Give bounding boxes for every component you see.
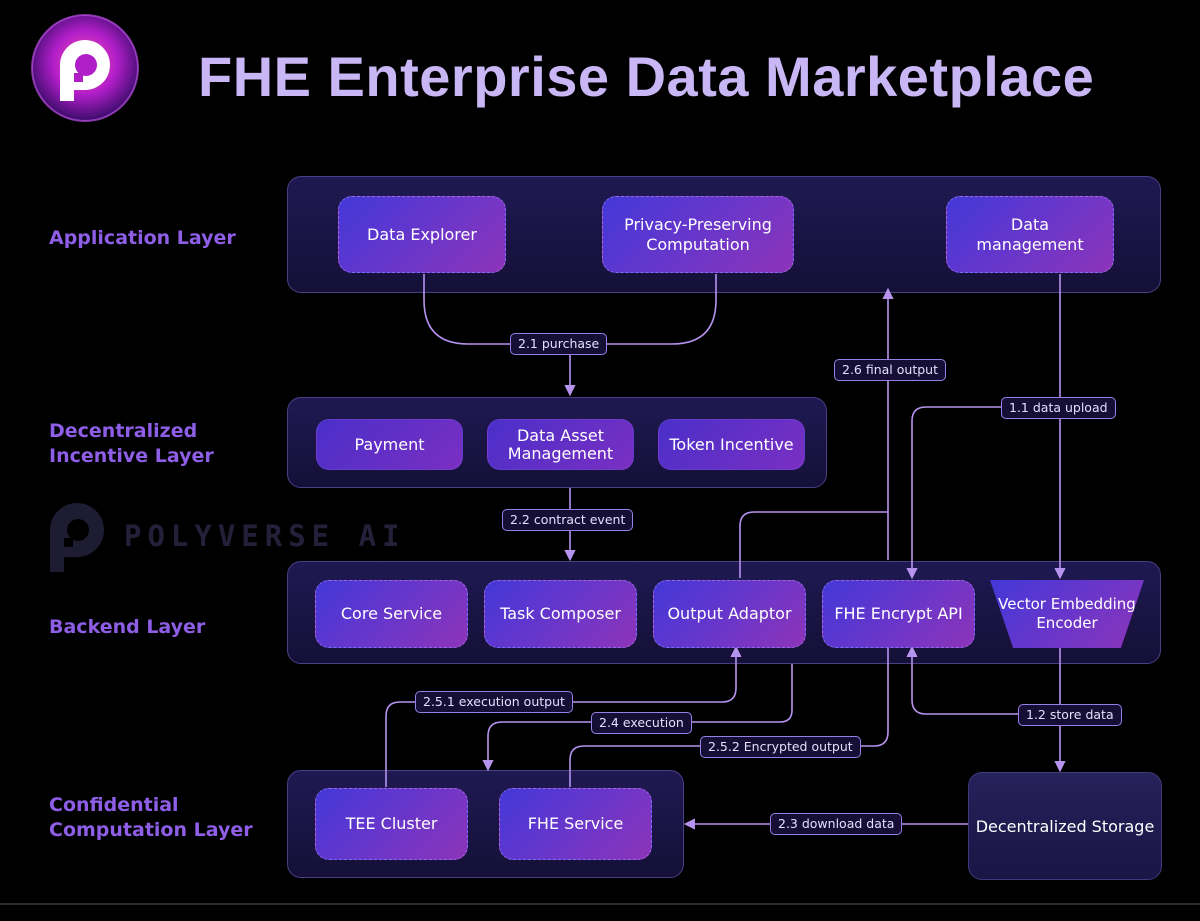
vector-embedding-encoder-box: Vector Embedding Encoder xyxy=(990,580,1144,648)
privacy-computation-box: Privacy-Preserving Computation xyxy=(602,196,794,273)
task-composer-box: Task Composer xyxy=(484,580,637,648)
data-explorer-box: Data Explorer xyxy=(338,196,506,273)
data-management-line1: Data xyxy=(1010,214,1050,234)
task-composer-label: Task Composer xyxy=(500,604,621,623)
fhe-encrypt-api-label: FHE Encrypt API xyxy=(834,604,963,623)
privacy-computation-line2: Computation xyxy=(646,234,750,254)
polyverse-watermark-icon xyxy=(50,503,104,572)
token-incentive-label: Token Incentive xyxy=(669,434,794,454)
vector-embedding-line2: Encoder xyxy=(1036,614,1098,632)
fhe-service-box: FHE Service xyxy=(499,788,652,860)
edge-label-purchase: 2.1 purchase xyxy=(510,333,608,355)
decentralized-storage-label: Decentralized Storage xyxy=(975,816,1155,836)
data-management-box: Data management xyxy=(946,196,1114,273)
data-management-line2: management xyxy=(976,234,1084,254)
confidential-layer-label: Confidential Computation Layer xyxy=(49,793,253,843)
edge-label-store-data: 1.2 store data xyxy=(1018,704,1122,726)
edge-label-contract-event: 2.2 contract event xyxy=(502,509,634,531)
incentive-layer-label-line1: Decentralized xyxy=(49,420,198,442)
output-adaptor-box: Output Adaptor xyxy=(653,580,806,648)
bottom-divider xyxy=(0,903,1200,905)
payment-label: Payment xyxy=(354,434,425,454)
application-layer-label: Application Layer xyxy=(49,227,236,249)
token-incentive-box: Token Incentive xyxy=(658,419,805,470)
edge-label-execution-output: 2.5.1 execution output xyxy=(415,691,573,713)
edge-label-execution: 2.4 execution xyxy=(591,712,692,734)
edge-label-data-upload: 1.1 data upload xyxy=(1001,397,1116,419)
core-service-box: Core Service xyxy=(315,580,468,648)
core-service-label: Core Service xyxy=(340,604,443,623)
watermark-text: POLYVERSE AI xyxy=(124,519,406,553)
vector-embedding-line1: Vector Embedding xyxy=(998,595,1136,613)
fhe-encrypt-api-box: FHE Encrypt API xyxy=(822,580,975,648)
payment-box: Payment xyxy=(316,419,463,470)
data-upload-branch xyxy=(906,406,1060,580)
polyverse-logo-icon xyxy=(31,14,139,122)
final-output-connector xyxy=(739,511,888,578)
store-data-branch xyxy=(906,645,1060,715)
tee-cluster-label: TEE Cluster xyxy=(345,814,438,833)
output-adaptor-label: Output Adaptor xyxy=(667,604,792,623)
incentive-layer-label-line2: Incentive Layer xyxy=(49,445,214,467)
page-title: FHE Enterprise Data Marketplace xyxy=(198,45,1095,108)
data-asset-management-box: Data Asset Management xyxy=(487,419,634,470)
data-asset-line2: Management xyxy=(507,443,614,463)
data-asset-line1: Data Asset xyxy=(516,425,605,445)
backend-layer-label: Backend Layer xyxy=(49,616,206,638)
decentralized-storage-box: Decentralized Storage xyxy=(968,772,1162,880)
data-explorer-label: Data Explorer xyxy=(367,224,477,244)
edge-label-download-data: 2.3 download data xyxy=(770,813,903,835)
edge-label-final-output: 2.6 final output xyxy=(834,359,946,381)
fhe-service-label: FHE Service xyxy=(527,814,624,833)
privacy-computation-line1: Privacy-Preserving xyxy=(624,214,772,234)
confidential-layer-label-line2: Computation Layer xyxy=(49,819,253,841)
incentive-layer-label: Decentralized Incentive Layer xyxy=(49,419,214,469)
edge-label-encrypted-output: 2.5.2 Encrypted output xyxy=(700,736,861,758)
tee-cluster-box: TEE Cluster xyxy=(315,788,468,860)
confidential-layer-label-line1: Confidential xyxy=(49,794,179,816)
